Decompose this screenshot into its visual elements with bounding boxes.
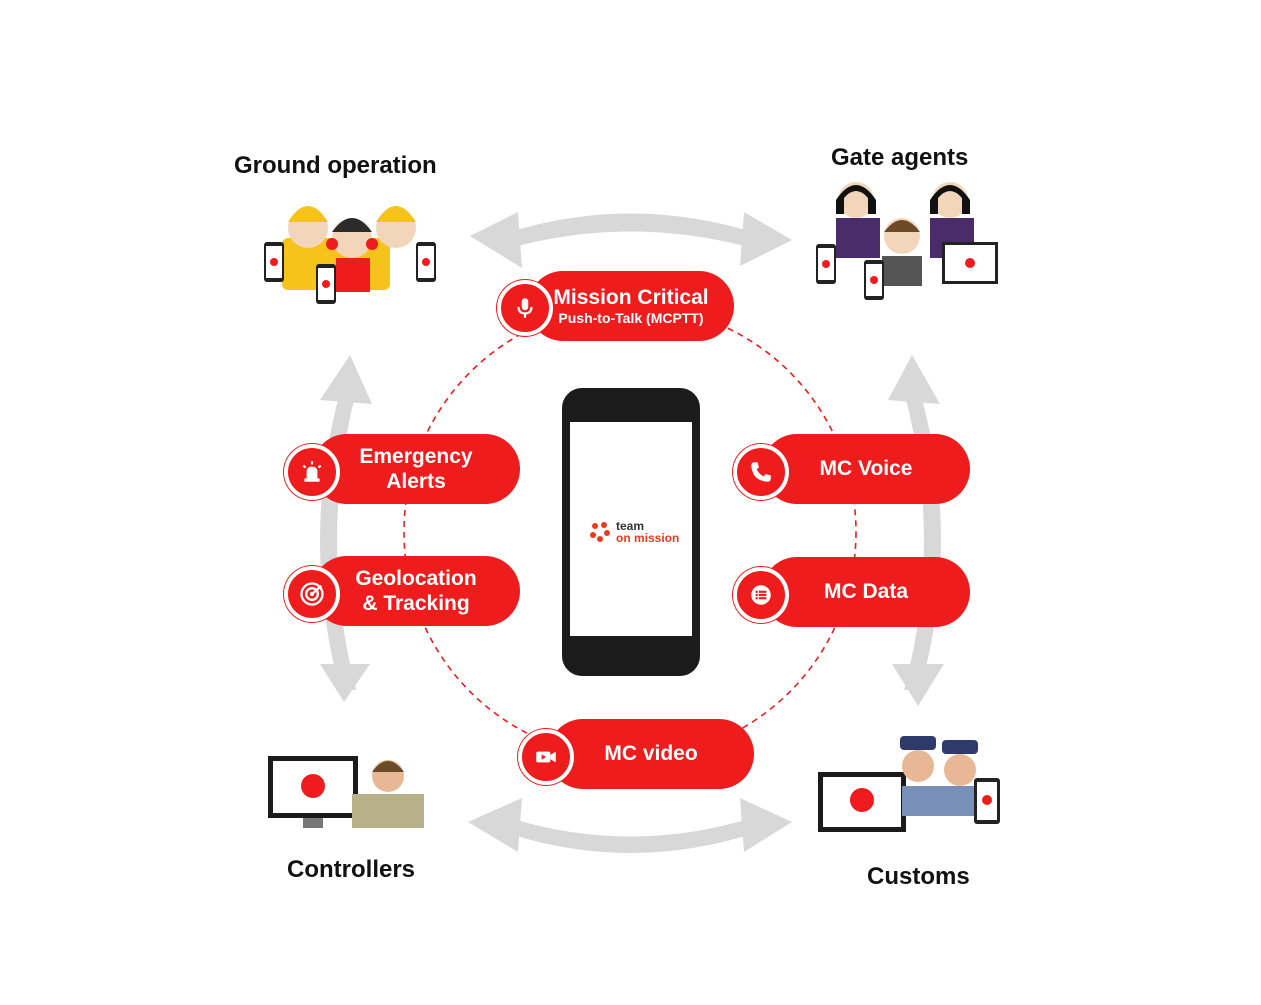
brand-logo: team on mission <box>588 520 679 544</box>
brand-line1: team <box>616 519 645 533</box>
group-title-ground-operation: Ground operation <box>234 152 437 179</box>
feature-voice-label: MC Voice <box>819 457 913 481</box>
smartphone: team on mission <box>562 388 700 676</box>
feature-emergency-alerts: Emergency Alerts <box>312 434 520 504</box>
brand-logo-icon <box>590 522 610 542</box>
group-title-gate-agents: Gate agents <box>831 144 969 171</box>
feature-geolocation: Geolocation & Tracking <box>312 556 520 626</box>
brand-line2: on mission <box>616 531 680 545</box>
phone-icon <box>733 444 789 500</box>
gate-agents-illustration <box>816 182 998 300</box>
ground-operation-illustration <box>264 206 436 304</box>
group-title-controllers: Controllers <box>287 856 416 883</box>
feature-emergency-line1: Emergency <box>359 444 473 468</box>
list-icon <box>733 567 789 623</box>
feature-emergency-line2: Alerts <box>386 470 446 493</box>
feature-geo-line1: Geolocation <box>355 566 477 590</box>
feature-mcptt-subtitle: Push-to-Talk (MCPTT) <box>558 310 704 327</box>
feature-video-label: MC video <box>604 742 698 766</box>
feature-mcptt-title: Mission Critical <box>553 286 709 309</box>
group-title-customs: Customs <box>867 863 970 890</box>
feature-mc-data: MC Data <box>762 557 970 627</box>
video-camera-icon <box>518 729 574 785</box>
feature-geo-line2: & Tracking <box>362 592 470 615</box>
phone-screen: team on mission <box>570 422 692 636</box>
siren-icon <box>284 444 340 500</box>
radar-icon <box>284 566 340 622</box>
feature-mc-voice: MC Voice <box>762 434 970 504</box>
feature-data-label: MC Data <box>823 580 908 604</box>
controllers-illustration <box>268 756 424 828</box>
customs-illustration <box>818 736 1000 832</box>
microphone-icon <box>497 280 553 336</box>
feature-mc-video: MC video <box>548 719 754 789</box>
feature-mcptt: Mission Critical Push-to-Talk (MCPTT) <box>528 271 734 341</box>
